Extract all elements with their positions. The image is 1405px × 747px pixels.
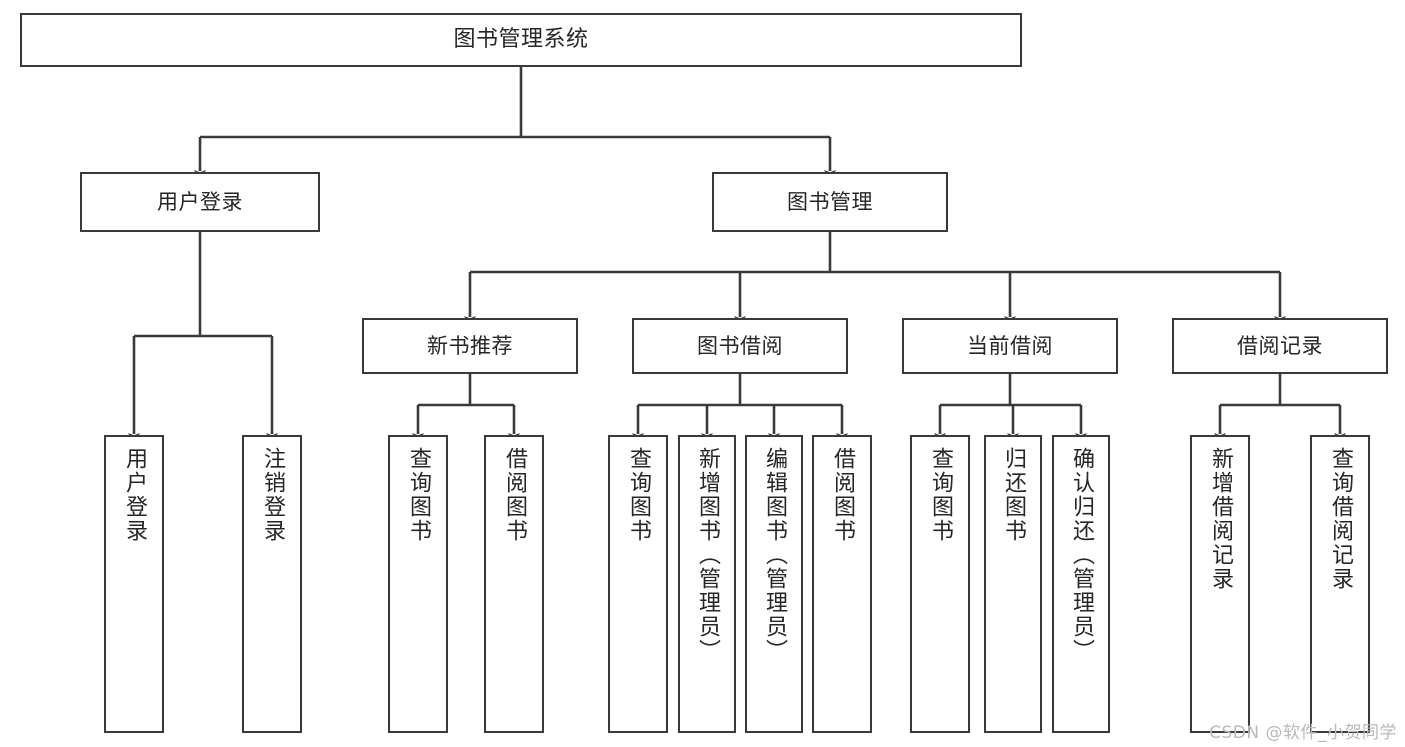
node-label: 编辑图书（管理员） bbox=[761, 447, 787, 663]
node-leaf-borrow-2[interactable]: 借阅图书 bbox=[812, 435, 872, 733]
node-label: 用户登录 bbox=[121, 447, 147, 543]
node-leaf-user-login[interactable]: 用户登录 bbox=[104, 435, 164, 733]
node-leaf-query-rec[interactable]: 查询借阅记录 bbox=[1310, 435, 1370, 733]
node-label: 借阅记录 bbox=[1237, 333, 1323, 358]
node-label: 借阅图书 bbox=[501, 447, 527, 543]
node-label: 新书推荐 bbox=[427, 333, 513, 358]
node-leaf-edit-book[interactable]: 编辑图书（管理员） bbox=[745, 435, 803, 733]
node-leaf-query-2[interactable]: 查询图书 bbox=[608, 435, 668, 733]
node-label: 归还图书 bbox=[1000, 447, 1026, 543]
watermark: CSDN @软件_小贺同学 bbox=[1209, 723, 1397, 743]
node-leaf-query-1[interactable]: 查询图书 bbox=[388, 435, 448, 733]
node-user-login[interactable]: 用户登录 bbox=[80, 172, 320, 232]
node-root[interactable]: 图书管理系统 bbox=[20, 13, 1022, 67]
node-label: 新增图书（管理员） bbox=[694, 447, 720, 663]
node-new-book-rec[interactable]: 新书推荐 bbox=[362, 318, 578, 374]
node-leaf-query-3[interactable]: 查询图书 bbox=[910, 435, 970, 733]
node-book-manage[interactable]: 图书管理 bbox=[712, 172, 948, 232]
node-label: 查询图书 bbox=[625, 447, 651, 543]
node-label: 查询图书 bbox=[927, 447, 953, 543]
node-book-borrow[interactable]: 图书借阅 bbox=[632, 318, 848, 374]
node-label: 确认归还（管理员） bbox=[1068, 447, 1094, 663]
node-leaf-borrow-1[interactable]: 借阅图书 bbox=[484, 435, 544, 733]
node-label: 图书管理系统 bbox=[453, 27, 589, 53]
node-label: 借阅图书 bbox=[829, 447, 855, 543]
node-leaf-add-book[interactable]: 新增图书（管理员） bbox=[678, 435, 736, 733]
node-label: 图书管理 bbox=[787, 189, 873, 214]
node-borrow-record[interactable]: 借阅记录 bbox=[1172, 318, 1388, 374]
node-current-borrow[interactable]: 当前借阅 bbox=[902, 318, 1118, 374]
node-leaf-confirm[interactable]: 确认归还（管理员） bbox=[1052, 435, 1110, 733]
node-label: 注销登录 bbox=[259, 447, 285, 543]
node-label: 图书借阅 bbox=[697, 333, 783, 358]
node-label: 用户登录 bbox=[157, 189, 243, 214]
node-label: 当前借阅 bbox=[967, 333, 1053, 358]
node-leaf-logout[interactable]: 注销登录 bbox=[242, 435, 302, 733]
node-label: 查询图书 bbox=[405, 447, 431, 543]
node-leaf-return[interactable]: 归还图书 bbox=[984, 435, 1042, 733]
node-leaf-add-rec[interactable]: 新增借阅记录 bbox=[1190, 435, 1250, 733]
node-label: 查询借阅记录 bbox=[1327, 447, 1353, 591]
node-label: 新增借阅记录 bbox=[1207, 447, 1233, 591]
